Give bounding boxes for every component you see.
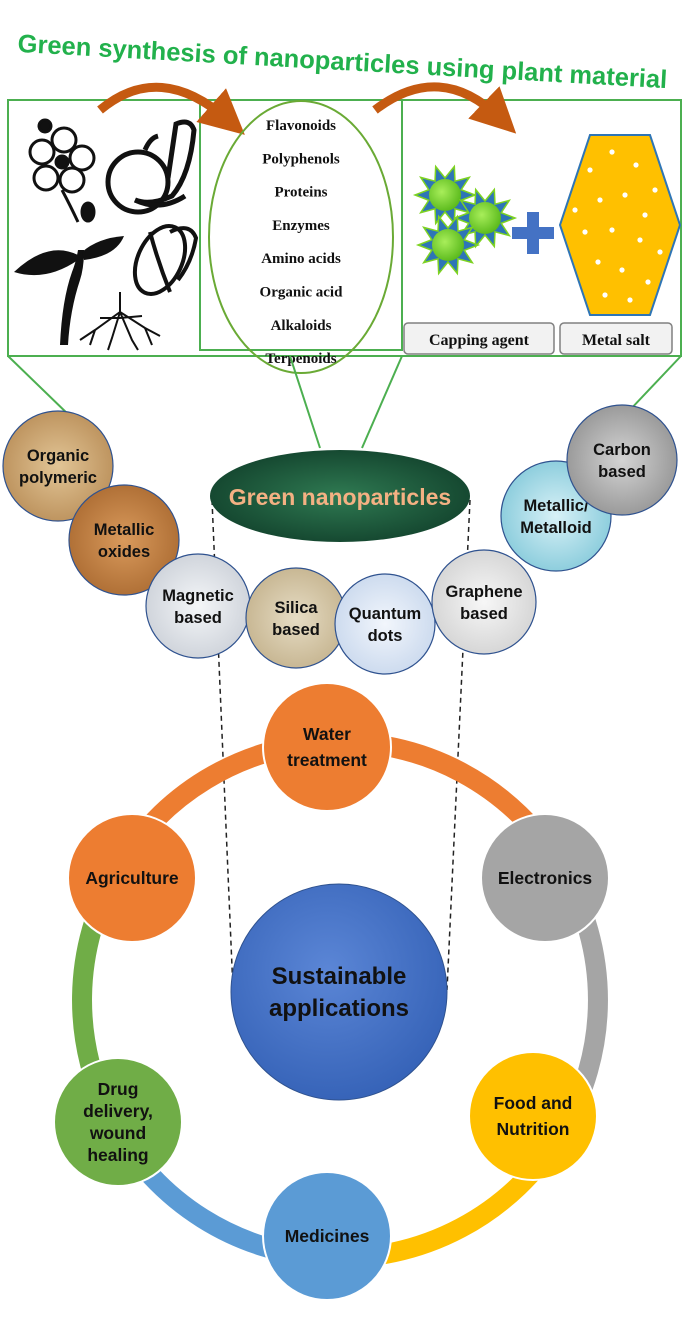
silica-based-circle: Silica based bbox=[245, 567, 347, 669]
phytochemical-item: Organic acid bbox=[260, 285, 344, 301]
phytochemical-item: Polyphenols bbox=[262, 151, 340, 167]
nanoparticle-type-label: Metallic bbox=[94, 521, 155, 539]
salt-dot bbox=[657, 249, 663, 255]
graphene-based-circle: Graphene based bbox=[431, 549, 537, 655]
phytochemical-item: Enzymes bbox=[272, 218, 330, 234]
organic-polymeric-circle: Organic polymeric bbox=[2, 410, 114, 522]
capping-agent-particles bbox=[412, 164, 518, 276]
metal-salt-dots bbox=[572, 149, 663, 303]
nanoparticle-type-label: Metallic/ bbox=[523, 497, 589, 515]
hub-line: Sustainable bbox=[272, 963, 407, 990]
metallic-oxides-circle: Metallic oxides bbox=[68, 484, 180, 596]
hub-line: applications bbox=[269, 995, 409, 1022]
metal-salt-label: Metal salt bbox=[582, 332, 651, 349]
salt-dot bbox=[637, 237, 643, 243]
figure-title: Green synthesis of nanoparticles using p… bbox=[17, 30, 668, 94]
nanoparticle-type-label: Graphene bbox=[445, 583, 522, 601]
application-label: Nutrition bbox=[497, 1119, 570, 1139]
nanoparticle-type-label: oxides bbox=[98, 543, 150, 561]
capping-agent-label: Capping agent bbox=[429, 332, 530, 349]
salt-dot bbox=[609, 227, 615, 233]
salt-dot bbox=[572, 207, 578, 213]
capping-particle-icon bbox=[412, 164, 478, 226]
electronics-node: Electronics bbox=[480, 813, 610, 943]
salt-dot bbox=[597, 197, 603, 203]
salt-dot bbox=[582, 229, 588, 235]
salt-dot bbox=[652, 187, 658, 193]
salt-dot bbox=[622, 192, 628, 198]
seedling-icon bbox=[14, 236, 124, 345]
salt-dot bbox=[627, 297, 633, 303]
flower-icon bbox=[28, 118, 96, 223]
application-label: Water bbox=[303, 724, 351, 744]
quantum-dots-circle: Quantum dots bbox=[334, 573, 436, 675]
application-label: Agriculture bbox=[85, 868, 179, 888]
salt-dot bbox=[645, 279, 651, 285]
application-label: Drug bbox=[98, 1079, 139, 1099]
sustainable-applications-hub bbox=[230, 883, 448, 1101]
frame-connectors bbox=[7, 355, 682, 449]
salt-dot bbox=[587, 167, 593, 173]
roots-icon bbox=[79, 292, 161, 351]
capping-particle-icon bbox=[415, 214, 481, 276]
nanoparticle-type-label: Quantum bbox=[349, 605, 421, 623]
capping-agent-label-box bbox=[403, 322, 555, 355]
seed-icon bbox=[132, 224, 199, 296]
nanoparticle-type-label: Silica bbox=[274, 599, 318, 617]
plus-icon bbox=[512, 212, 554, 254]
metal-salt-label-box bbox=[559, 322, 673, 355]
application-label: wound bbox=[89, 1123, 146, 1143]
medicines-node: Medicines bbox=[262, 1171, 392, 1301]
application-label: Medicines bbox=[285, 1226, 370, 1246]
fruit-icon bbox=[105, 119, 197, 215]
application-label: healing bbox=[87, 1145, 148, 1165]
water-treatment-node: Water treatment bbox=[262, 682, 392, 812]
nanoparticle-type-label: dots bbox=[368, 627, 403, 645]
metal-salt-hexagon bbox=[558, 134, 682, 316]
salt-dot bbox=[609, 149, 615, 155]
arrow-phytochemicals-to-reagents bbox=[372, 82, 517, 134]
application-label: treatment bbox=[287, 750, 367, 770]
application-label: Food and bbox=[494, 1093, 573, 1113]
green-nanoparticles-ellipse bbox=[210, 450, 470, 542]
nanoparticle-type-label: polymeric bbox=[19, 469, 97, 487]
carbon-based-circle: Carbon based bbox=[566, 404, 678, 516]
phytochemicals-ellipse bbox=[208, 100, 394, 374]
phytochemicals-list: FlavonoidsPolyphenolsProteinsEnzymesAmin… bbox=[260, 118, 344, 367]
application-label: Electronics bbox=[498, 868, 593, 888]
application-label: delivery, bbox=[83, 1101, 153, 1121]
nanoparticle-type-label: based bbox=[272, 621, 320, 639]
arrow-plants-to-phytochemicals bbox=[97, 82, 245, 135]
nanoparticle-type-label: based bbox=[460, 605, 508, 623]
phytochemical-item: Proteins bbox=[274, 185, 327, 201]
nanoparticle-type-label: Metalloid bbox=[520, 519, 592, 537]
nanoparticle-type-label: Magnetic bbox=[162, 587, 234, 605]
salt-dot bbox=[633, 162, 639, 168]
phytochemical-item: Terpenoids bbox=[265, 351, 336, 367]
salt-dot bbox=[602, 292, 608, 298]
nanoparticle-type-label: Organic bbox=[27, 447, 89, 465]
salt-dot bbox=[642, 212, 648, 218]
magnetic-based-circle: Magnetic based bbox=[145, 553, 251, 659]
phytochemical-item: Flavonoids bbox=[266, 118, 336, 134]
nanoparticle-type-label: based bbox=[174, 609, 222, 627]
agriculture-node: Agriculture bbox=[67, 813, 197, 943]
sustainable-applications-label: Sustainable applications bbox=[269, 963, 409, 1022]
phytochemical-item: Amino acids bbox=[261, 251, 341, 267]
nanoparticle-type-label: based bbox=[598, 463, 646, 481]
phytochemical-item: Alkaloids bbox=[271, 318, 332, 334]
nanoparticle-type-label: Carbon bbox=[593, 441, 651, 459]
salt-dot bbox=[619, 267, 625, 273]
green-nanoparticles-label: Green nanoparticles bbox=[229, 484, 451, 510]
salt-dot bbox=[595, 259, 601, 265]
